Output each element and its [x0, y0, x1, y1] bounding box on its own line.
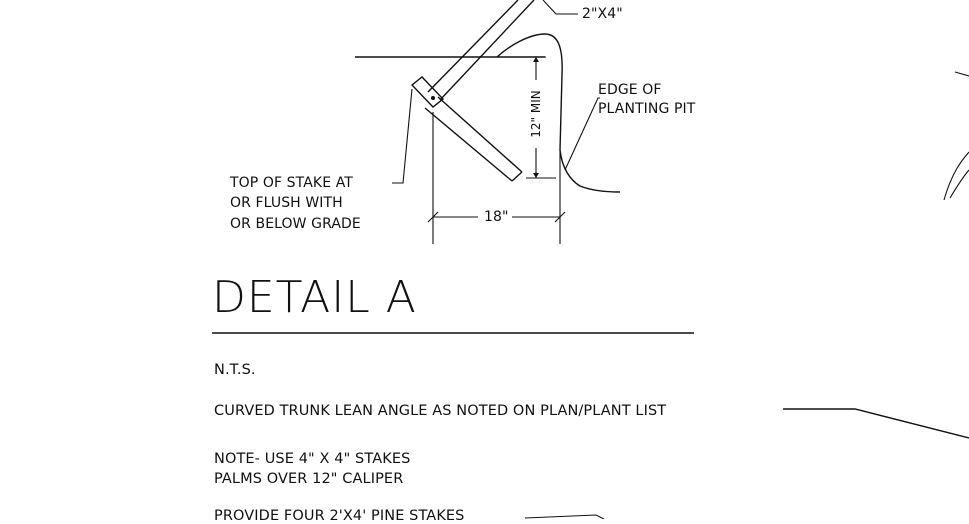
root-ball-curve	[496, 33, 621, 193]
stake-head-block	[410, 76, 445, 108]
scale-note: N.T.S.	[214, 362, 256, 378]
stake-top-label-line2: OR FLUSH WITH	[230, 195, 343, 211]
stakes-note-line1: NOTE- USE 4" X 4" STAKES	[214, 451, 411, 467]
stakes-note-line2: PALMS OVER 12" CALIPER	[214, 471, 404, 487]
pine-stakes-note: PROVIDE FOUR 2'X4' PINE STAKES	[214, 508, 465, 524]
angled-stake	[424, 96, 523, 182]
depth-dimension-label: 12" MIN	[529, 90, 543, 137]
stake-label-leader	[542, 0, 578, 15]
edge-label-leader	[564, 97, 600, 171]
curved-trunk-leader	[783, 408, 969, 439]
detail-title: DETAIL A	[212, 272, 417, 323]
stake-size-label: 2"X4"	[582, 6, 623, 22]
pine-stakes-leader	[524, 514, 605, 519]
stake-top-label-line1: TOP OF STAKE AT	[230, 175, 353, 191]
stake-nail	[431, 96, 435, 100]
depth-dimension-lines	[526, 56, 556, 179]
stake-top-leader	[392, 88, 413, 184]
edge-of-pit-label-line2: PLANTING PIT	[598, 101, 696, 117]
diagonal-brace	[427, 0, 535, 101]
adjacent-detail-fragments	[943, 71, 969, 201]
curved-trunk-note: CURVED TRUNK LEAN ANGLE AS NOTED ON PLAN…	[214, 403, 667, 419]
edge-of-pit-label-line1: EDGE OF	[598, 82, 662, 98]
stake-top-label-line3: OR BELOW GRADE	[230, 216, 361, 232]
width-dimension-lines	[427, 211, 566, 223]
width-dimension-label: 18"	[484, 209, 509, 225]
